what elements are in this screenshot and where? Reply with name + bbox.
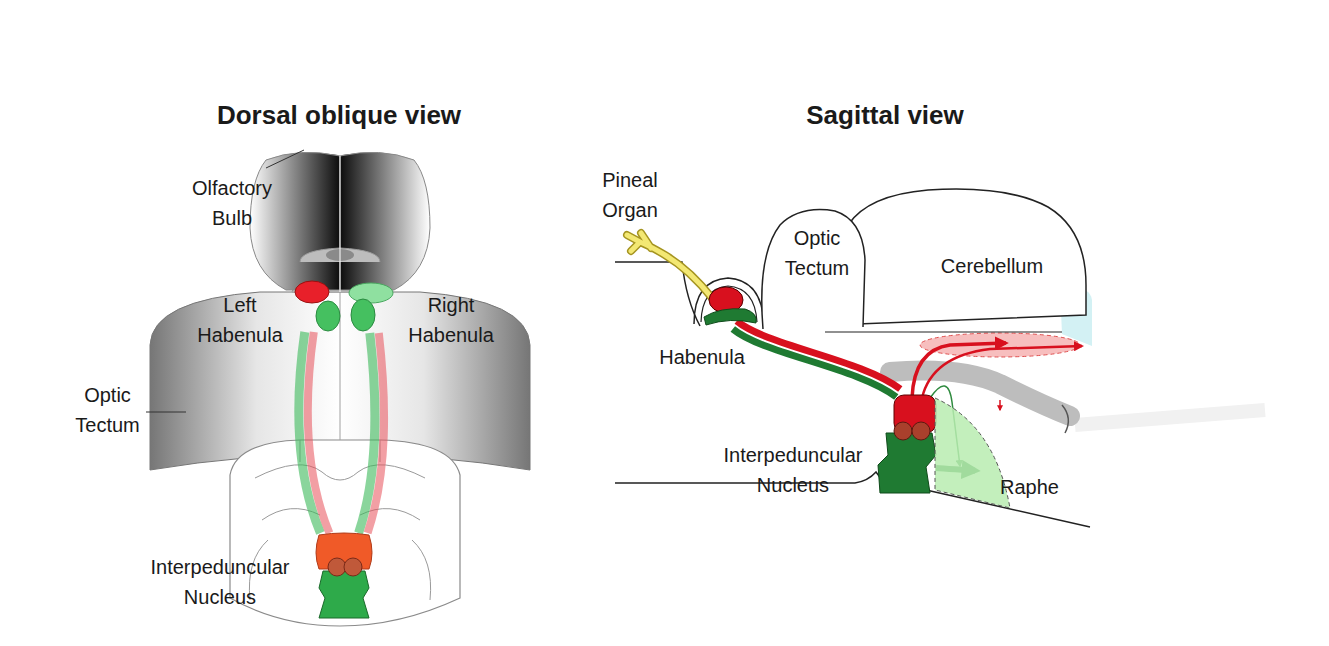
nucleus-node: Interpeduncular Nucleus	[313, 533, 375, 621]
hindbrain-contour	[255, 465, 425, 480]
outline-shape	[316, 301, 340, 331]
structure-label: Optic Tectum	[60, 380, 155, 440]
pineal-organ-shape	[627, 233, 712, 298]
brain-outline	[615, 472, 1090, 527]
fiber-bracket	[1062, 405, 1068, 433]
olfactory-bulb-shape	[250, 152, 340, 290]
cerebellum-node: Cerebellum	[828, 185, 1090, 330]
outline-shape	[831, 189, 1086, 325]
outline-shape	[295, 281, 329, 303]
projection-arrow	[912, 343, 1006, 398]
node-label: Left Habenula	[190, 290, 290, 350]
node-label: Cerebellum	[927, 251, 1057, 281]
olfactory-bulb-shape	[340, 152, 430, 290]
leader-line	[266, 150, 304, 168]
hindbrain-outline	[230, 440, 460, 626]
tract-stroke	[368, 333, 384, 533]
habenula-node: Habenula	[700, 287, 758, 325]
node-outline	[700, 287, 758, 325]
outline-shape	[349, 283, 393, 303]
hindbrain-contour	[262, 440, 420, 520]
outline-shape	[328, 558, 346, 576]
node-outline	[313, 533, 375, 621]
habenula-node: Right Habenula	[345, 283, 393, 333]
panel-heading: Sagittal view	[735, 99, 1035, 131]
projection-arrow	[999, 400, 1001, 410]
outline-shape	[935, 398, 1010, 508]
node-label: Optic Tectum	[771, 223, 863, 283]
tract-connector	[359, 333, 384, 533]
pineal-organ-shape	[627, 233, 712, 298]
tectum-node: Optic Tectum	[755, 205, 868, 330]
node-label: Interpeduncular Nucleus	[708, 440, 878, 500]
outline-shape	[704, 309, 756, 325]
habenula-node: Left Habenula	[296, 280, 342, 332]
structure-label: Olfactory Bulb	[182, 173, 282, 233]
nucleus-node: Interpeduncular Nucleus	[878, 393, 936, 493]
tract-connector	[733, 321, 901, 397]
outline-shape	[319, 571, 369, 618]
tract-stroke	[299, 332, 321, 533]
leader-line	[146, 412, 186, 413]
outline-shape	[894, 422, 912, 440]
midline	[340, 156, 341, 292]
tract-stroke	[308, 332, 330, 533]
node-outline	[345, 283, 393, 333]
brain-outline	[825, 331, 1062, 332]
node-outline	[296, 280, 342, 332]
node-label: Right Habenula	[401, 290, 501, 350]
outline-shape	[912, 422, 930, 440]
node-label: Habenula	[652, 342, 752, 372]
fiber-fade	[1075, 410, 1265, 425]
node-outline	[878, 393, 936, 493]
dorsal-view-art	[146, 150, 530, 626]
outline-shape	[762, 210, 865, 329]
tract-stroke	[737, 321, 901, 389]
outline-shape	[344, 558, 362, 576]
tract-stroke	[733, 329, 897, 397]
node-label: Interpeduncular Nucleus	[135, 552, 305, 612]
node-outline	[975, 395, 1030, 517]
outline-shape	[878, 433, 936, 493]
projection-arrow	[922, 346, 1082, 398]
raphe-node: Raphe	[975, 395, 1030, 517]
panel-heading: Dorsal oblique view	[189, 99, 489, 131]
outline-shape	[351, 299, 375, 331]
structure-label: Pineal Organ	[585, 165, 675, 225]
tract-stroke	[359, 333, 375, 533]
node-label: Raphe	[1000, 472, 1080, 502]
tract-connector	[299, 332, 330, 533]
